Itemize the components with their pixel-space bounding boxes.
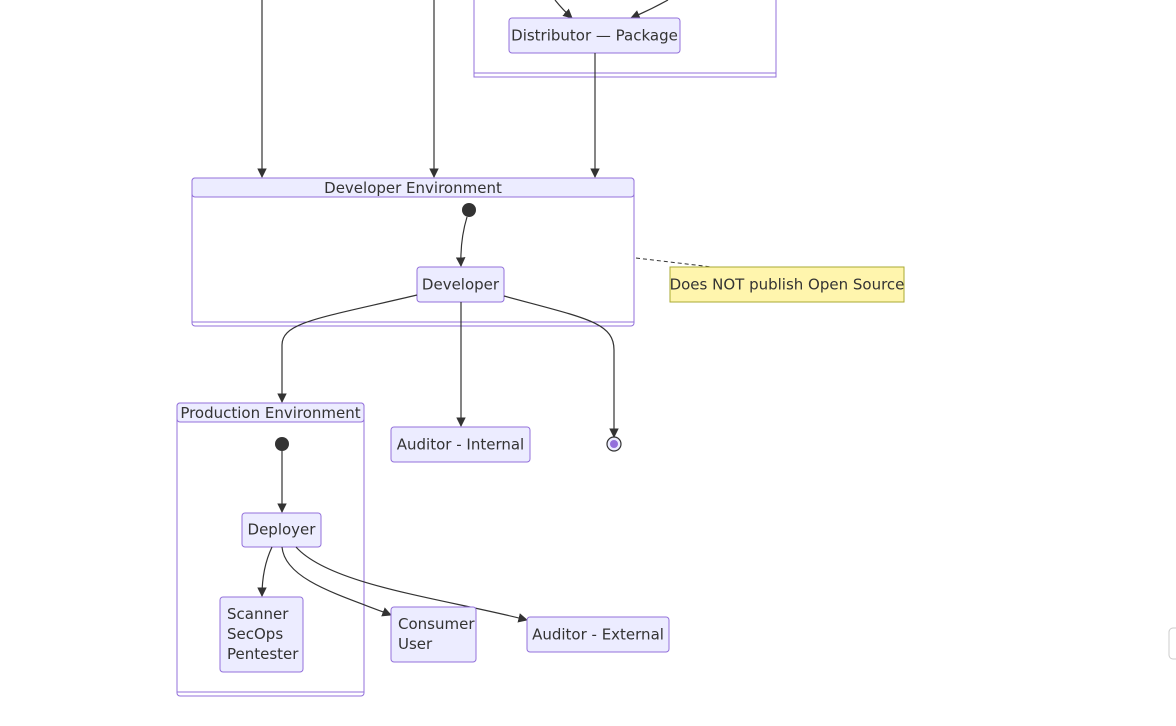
developer-environment-box bbox=[191, 177, 635, 327]
consumer-label: Consumer bbox=[398, 615, 475, 633]
node-distributor-package: Distributor — Package bbox=[508, 17, 681, 54]
node-scanner-secops-pentester: Scanner SecOps Pentester bbox=[219, 596, 304, 673]
node-developer: Developer bbox=[416, 266, 505, 303]
pentester-label: Pentester bbox=[227, 645, 299, 663]
distributor-package-label: Distributor — Package bbox=[511, 27, 678, 45]
secops-label: SecOps bbox=[227, 625, 283, 643]
edge-developer-to-production bbox=[277, 294, 418, 403]
edge-deployer-to-scanner bbox=[257, 546, 273, 597]
scanner-label: Scanner bbox=[227, 605, 289, 623]
edge-control-tab[interactable] bbox=[1168, 627, 1176, 660]
developer-environment-title: Developer Environment bbox=[324, 179, 502, 197]
note-does-not-publish: Does NOT publish Open Source bbox=[669, 266, 905, 303]
user-label: User bbox=[398, 635, 433, 653]
auditor-internal-label: Auditor - Internal bbox=[397, 436, 524, 454]
edge-deployer-to-consumer bbox=[281, 546, 392, 617]
node-consumer-user: Consumer User bbox=[390, 606, 477, 663]
note-connector bbox=[635, 257, 713, 268]
production-environment-title: Production Environment bbox=[180, 404, 360, 422]
edge-developer-to-end bbox=[503, 295, 619, 438]
edge-into-distributor-left bbox=[554, 0, 573, 19]
edge-into-distributor-right bbox=[630, 0, 669, 20]
developer-label: Developer bbox=[422, 276, 500, 294]
developer-environment-header bbox=[191, 177, 635, 198]
auditor-external-label: Auditor - External bbox=[532, 626, 664, 644]
cluster-developer-environment: Developer Environment bbox=[191, 177, 635, 327]
note-text: Does NOT publish Open Source bbox=[670, 276, 905, 294]
node-auditor-external: Auditor - External bbox=[526, 616, 670, 653]
devenv-start-state bbox=[462, 203, 476, 217]
end-state bbox=[606, 436, 622, 452]
node-deployer: Deployer bbox=[241, 512, 322, 548]
edge-start-to-developer bbox=[455, 216, 468, 267]
node-auditor-internal: Auditor - Internal bbox=[390, 426, 531, 463]
edge-deployer-to-auditor-external bbox=[295, 546, 528, 623]
deployer-label: Deployer bbox=[248, 521, 317, 539]
prodenv-start-state bbox=[275, 437, 289, 451]
production-environment-header bbox=[176, 402, 365, 423]
